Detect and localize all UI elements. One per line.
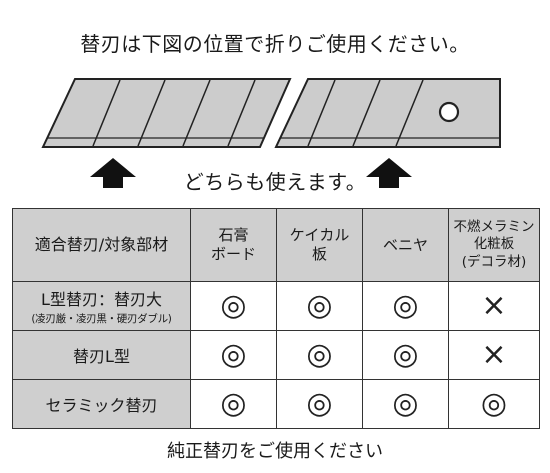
both-usable-text: どちらも使えます。 <box>183 170 367 194</box>
row-header: 替刃L型 <box>12 330 191 380</box>
double-circle-icon: ◎ <box>392 386 419 421</box>
row-name: L型替刃：替刃大 <box>41 290 162 309</box>
cross-icon: × <box>481 337 507 372</box>
column-header-gypsum: 石膏 ボード <box>190 208 277 282</box>
double-circle-icon: ◎ <box>392 337 419 372</box>
row-header: L型替刃：替刃大 (凌刃厳・凌刃黒・硬刃ダブル) <box>12 281 191 331</box>
arrow-up-icon-right <box>366 158 412 188</box>
compatibility-table: 適合替刃/対象部材 石膏 ボード ケイカル 板 ベニヤ 不燃メラミン 化粧板 (… <box>12 208 540 429</box>
instruction-text: 替刃は下図の位置で折りご使用ください。 <box>80 32 470 56</box>
double-circle-icon: ◎ <box>220 288 247 323</box>
column-header-line: ケイカル <box>289 226 350 245</box>
table-row: L型替刃：替刃大 (凌刃厳・凌刃黒・硬刃ダブル) ◎ ◎ ◎ × <box>12 281 540 331</box>
column-header-line: 石膏 <box>218 226 249 245</box>
row-header: セラミック替刃 <box>12 379 191 429</box>
column-header-plywood: ベニヤ <box>362 208 449 282</box>
row-name: セラミック替刃 <box>45 396 158 415</box>
blade-hole-icon <box>438 101 460 123</box>
column-header-line: ベニヤ <box>382 235 428 254</box>
double-circle-icon: ◎ <box>306 288 333 323</box>
column-header-calcium-silicate: ケイカル 板 <box>276 208 363 282</box>
column-header-line: 板 <box>311 245 327 263</box>
double-circle-icon: ◎ <box>392 288 419 323</box>
table-corner-header: 適合替刃/対象部材 <box>12 208 191 282</box>
column-header-line: ボード <box>210 245 256 263</box>
column-header-melamine: 不燃メラミン 化粧板 (デコラ材) <box>448 208 540 282</box>
arrow-up-icon-left <box>90 158 136 188</box>
column-header-line: (デコラ材) <box>461 253 527 270</box>
column-header-line: 化粧板 <box>473 236 515 253</box>
row-name: 替刃L型 <box>73 347 130 366</box>
row-subname: (凌刃厳・凌刃黒・硬刃ダブル) <box>31 313 172 325</box>
double-circle-icon: ◎ <box>306 386 333 421</box>
blade-right <box>274 78 501 148</box>
table-row: セラミック替刃 ◎ ◎ ◎ ◎ <box>12 379 540 429</box>
table-row: 替刃L型 ◎ ◎ ◎ × <box>12 330 540 380</box>
double-circle-icon: ◎ <box>220 337 247 372</box>
table-header-row: 適合替刃/対象部材 石膏 ボード ケイカル 板 ベニヤ 不燃メラミン 化粧板 (… <box>12 208 540 282</box>
double-circle-icon: ◎ <box>220 386 247 421</box>
double-circle-icon: ◎ <box>306 337 333 372</box>
double-circle-icon: ◎ <box>480 386 508 421</box>
blade-left <box>41 78 292 148</box>
cross-icon: × <box>481 288 507 323</box>
footer-text: 純正替刃をご使用ください <box>167 441 383 462</box>
column-header-line: 不燃メラミン <box>453 218 535 235</box>
blade-diagram <box>41 78 501 188</box>
